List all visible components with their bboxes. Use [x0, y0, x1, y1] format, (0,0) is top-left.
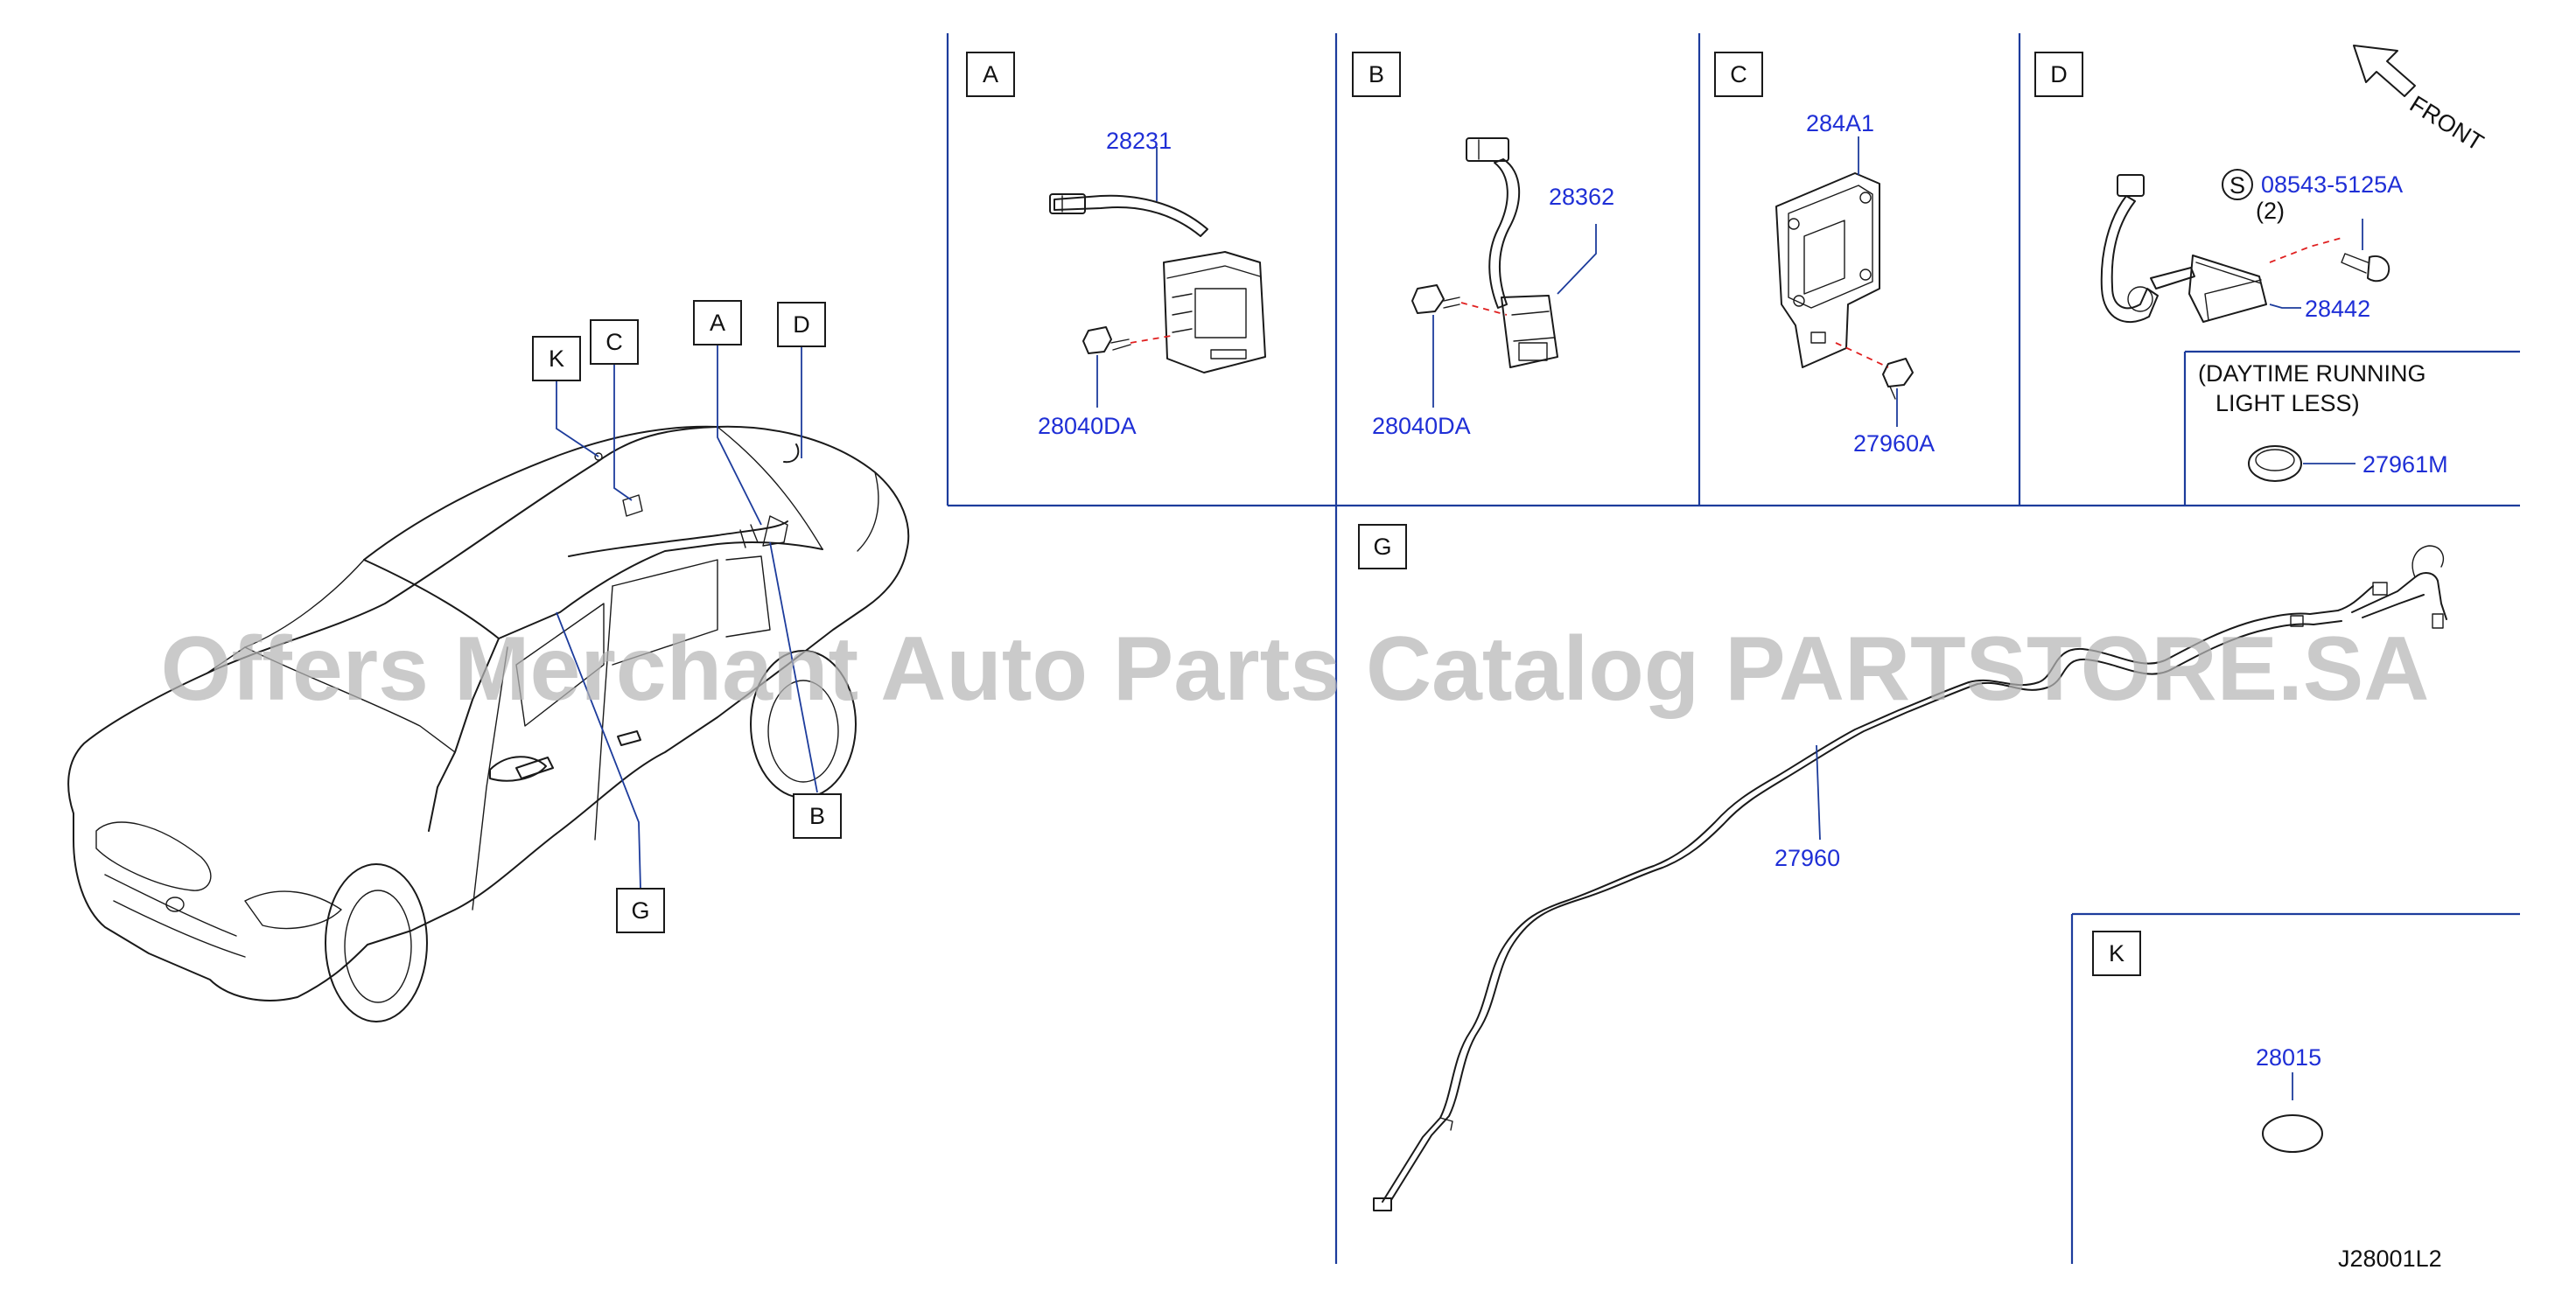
- fastener-leader-c: [1835, 342, 1889, 368]
- part-number-28040da-a: 28040DA: [1038, 413, 1137, 439]
- section-label-d: D: [2034, 52, 2083, 97]
- part-number-08543-5125a: 08543-5125A: [2261, 171, 2403, 198]
- section-label-g: G: [1358, 524, 1407, 569]
- part-number-28362: 28362: [1549, 184, 1614, 210]
- svg-text:A: A: [710, 310, 725, 336]
- fastener-leader-a: [1130, 335, 1172, 344]
- svg-text:B: B: [809, 803, 825, 829]
- car-callout-g: G: [616, 888, 665, 933]
- car-callout-c: C: [590, 319, 639, 365]
- screw-08543-5125a-icon: [2341, 253, 2390, 283]
- svg-text:K: K: [2109, 940, 2124, 967]
- front-arrow: FRONT: [2353, 45, 2488, 157]
- part-number-284a1: 284A1: [1806, 110, 1874, 136]
- part-number-28231: 28231: [1106, 128, 1172, 154]
- part-number-28040da-b: 28040DA: [1372, 413, 1471, 439]
- part-28015-grommet: [2262, 1114, 2323, 1153]
- svg-text:S: S: [2230, 172, 2245, 199]
- fastener-leader-b: [1460, 302, 1508, 316]
- drl-note-line1: (DAYTIME RUNNING: [2198, 360, 2426, 387]
- car-callout-a: A: [693, 300, 742, 345]
- vehicle-illustration: [67, 425, 910, 1022]
- part-284a1-control-unit: [1775, 172, 1880, 368]
- part-28442-drl-module: [2100, 174, 2267, 324]
- svg-text:B: B: [1368, 61, 1384, 87]
- svg-text:G: G: [631, 897, 649, 924]
- svg-text:G: G: [1373, 534, 1391, 560]
- part-number-28442: 28442: [2305, 296, 2370, 322]
- section-dividers: [946, 33, 2520, 1264]
- section-label-b: B: [1352, 52, 1401, 97]
- section-label-a: A: [966, 52, 1015, 97]
- leader-27960: [1816, 744, 1821, 841]
- fastener-leader-d: [2269, 237, 2342, 263]
- svg-text:K: K: [549, 345, 564, 372]
- watermark-text: Offers Merchant Auto Parts Catalog PARTS…: [161, 618, 2430, 720]
- svg-text:C: C: [1730, 61, 1747, 87]
- leader-28362: [1557, 224, 1597, 295]
- part-28231-camera-unit: [1049, 193, 1266, 373]
- drl-note-line2: LIGHT LESS): [2216, 390, 2360, 416]
- part-27961m-plug: [2248, 445, 2302, 482]
- car-callout-b: B: [793, 793, 842, 839]
- screw-quantity: (2): [2256, 198, 2285, 224]
- car-callout-d: D: [777, 302, 826, 347]
- car-callout-leaders: [556, 345, 818, 890]
- part-number-27961m: 27961M: [2362, 451, 2448, 478]
- svg-text:C: C: [606, 329, 623, 355]
- screw-27960a-icon: [1882, 358, 1914, 400]
- leader-28442: [2269, 304, 2301, 309]
- car-callout-k: K: [532, 336, 581, 381]
- screw-symbol-s: S: [2222, 169, 2253, 200]
- svg-text:D: D: [793, 311, 810, 338]
- svg-text:A: A: [983, 61, 998, 87]
- front-label: FRONT: [2405, 91, 2488, 157]
- section-label-c: C: [1714, 52, 1763, 97]
- part-number-28015: 28015: [2256, 1044, 2321, 1071]
- part-number-27960a: 27960A: [1853, 430, 1935, 457]
- diagram-id: J28001L2: [2338, 1246, 2442, 1272]
- section-label-k: K: [2092, 931, 2141, 976]
- bolt-28040da-b-icon: [1411, 284, 1460, 314]
- part-28362-sensor: [1466, 137, 1558, 368]
- part-number-27960: 27960: [1774, 845, 1840, 871]
- bolt-28040da-a-icon: [1082, 326, 1131, 354]
- part-27960-harness: [1373, 545, 2447, 1211]
- svg-text:D: D: [2050, 61, 2068, 87]
